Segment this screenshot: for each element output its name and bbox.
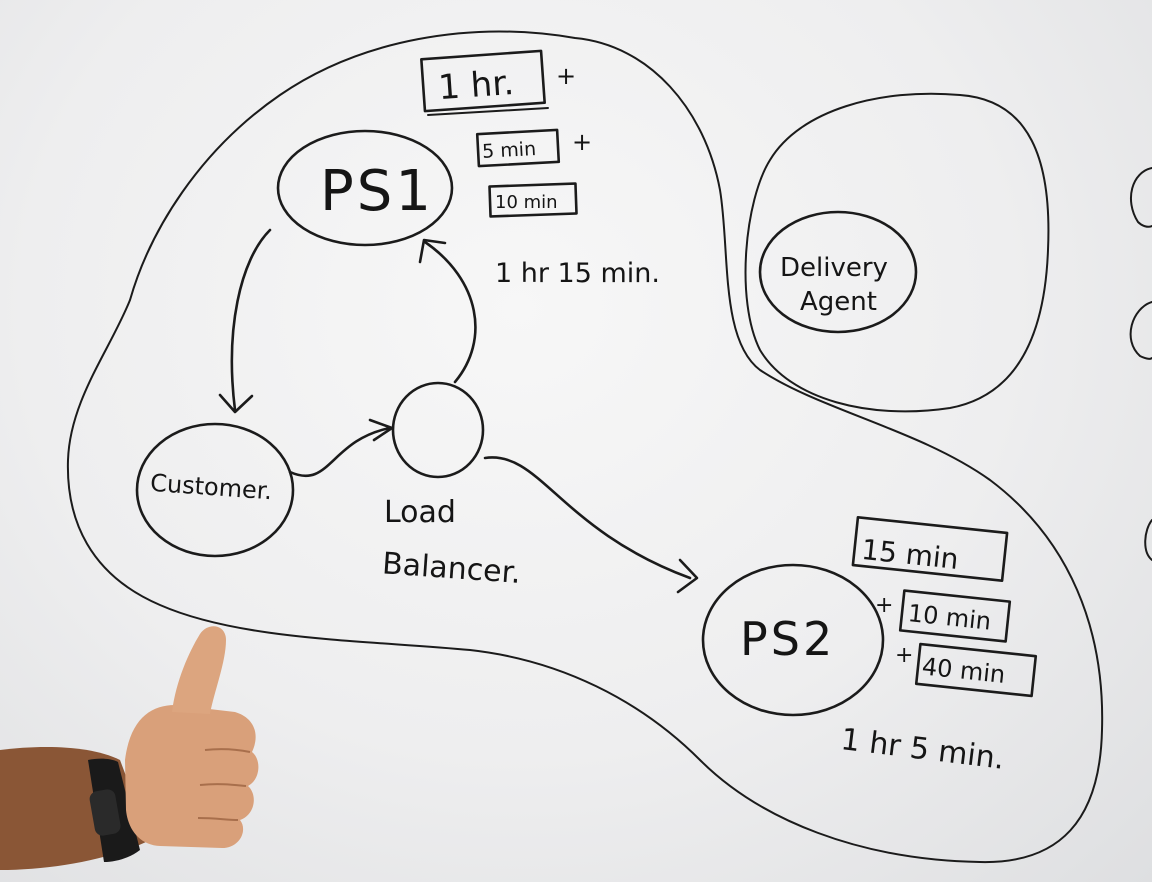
load-balancer-label-line1: Load [384, 495, 456, 530]
edge-mark-2 [1129, 301, 1152, 360]
delivery-agent-label-line2: Agent [800, 287, 877, 317]
ps1-time-box-1-shadow [427, 107, 549, 116]
customer-label: Customer. [149, 469, 273, 505]
ps1-label: PS1 [320, 159, 434, 224]
ps2-time-3: 40 min [921, 652, 1007, 689]
ps2-time-box-3 [914, 642, 1038, 698]
arrow-ps1-to-customer [230, 228, 272, 412]
ps1-time-box-2 [475, 128, 561, 168]
customer-node [135, 422, 295, 558]
ps1-node [276, 129, 454, 247]
ps1-time-1-op: + [556, 62, 576, 90]
arrow-lb-to-ps1 [423, 240, 477, 384]
system-boundary [66, 30, 1104, 864]
ps1-time-box-3 [488, 182, 578, 218]
ps2-label: PS2 [740, 612, 835, 666]
edge-mark-3 [1144, 519, 1152, 561]
ps1-time-2: 5 min [482, 138, 537, 163]
ps1-time-box-1 [420, 49, 546, 113]
ps2-time-2-op: + [875, 593, 893, 618]
arrow-head-lb [368, 418, 394, 442]
ps2-total: 1 hr 5 min. [839, 722, 1006, 777]
ps2-time-box-2 [898, 589, 1012, 643]
delivery-boundary [744, 92, 1050, 413]
ps2-node [701, 563, 885, 717]
ps2-time-3-op: + [895, 643, 913, 668]
arrow-head-customer [218, 393, 254, 414]
ps2-time-2: 10 min [907, 599, 993, 636]
ps2-time-1: 15 min [860, 533, 960, 576]
arrow-lb-to-ps2 [483, 456, 692, 580]
arrow-customer-to-lb [288, 426, 392, 478]
arrow-head-ps1 [418, 238, 447, 264]
arrow-head-ps2 [676, 558, 699, 594]
ps1-time-3: 10 min [495, 192, 558, 213]
presenter-hand [0, 626, 259, 870]
load-balancer-label-line2: Balancer. [381, 546, 522, 591]
ps1-time-1: 1 hr. [437, 63, 515, 108]
ps1-total: 1 hr 15 min. [495, 258, 660, 289]
ps2-time-box-1 [851, 515, 1009, 583]
load-balancer-node [391, 381, 485, 479]
ps1-time-2-op: + [572, 128, 592, 156]
edge-mark-1 [1129, 167, 1152, 228]
delivery-agent-label-line1: Delivery [780, 253, 888, 283]
delivery-agent-node [758, 210, 918, 334]
